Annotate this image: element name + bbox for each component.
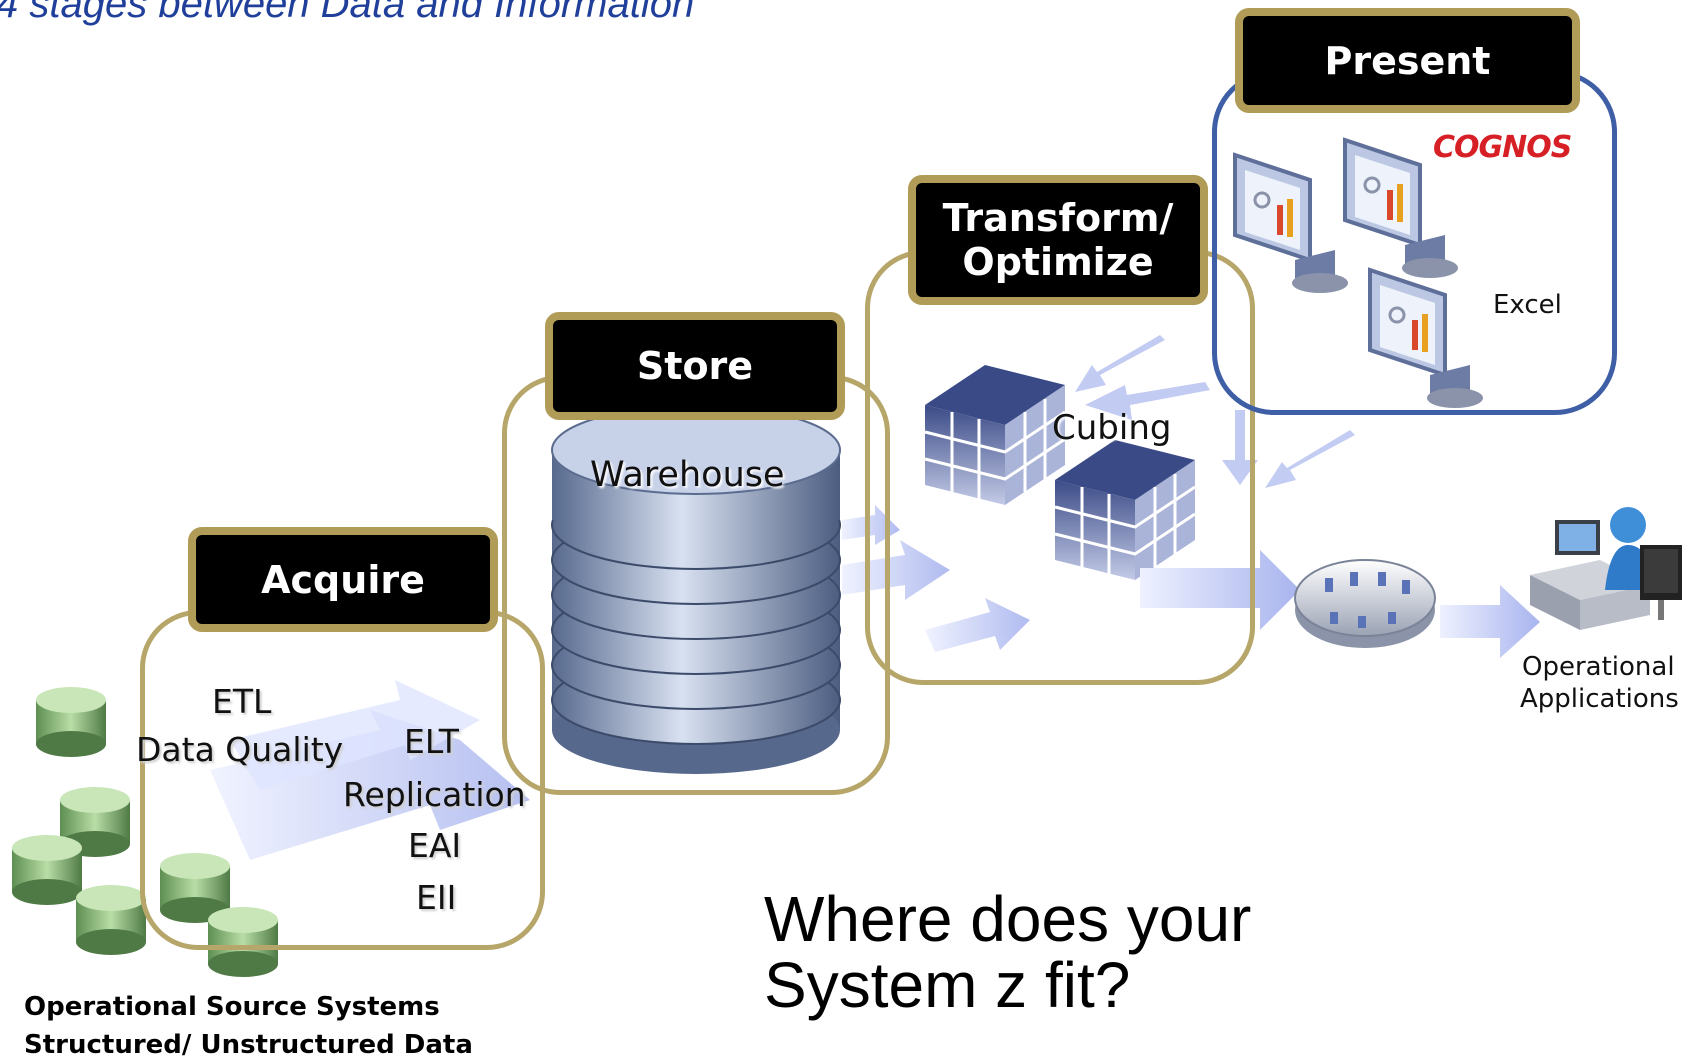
- transform-label: Transform/ Optimize: [908, 175, 1208, 305]
- acquire-item-data-quality: Data Quality: [136, 730, 344, 769]
- acquire-item-replication: Replication: [343, 775, 526, 814]
- acquire-label-text: Acquire: [261, 557, 425, 602]
- transform-hub-arrow: [1140, 550, 1300, 630]
- transform-frame: [865, 250, 1255, 685]
- present-feedback-arrows: [1075, 335, 1355, 488]
- source-disks: [12, 687, 278, 977]
- sources-caption-line2: Structured/ Unstructured Data: [24, 1030, 473, 1060]
- present-label-text: Present: [1324, 38, 1491, 83]
- present-label: Present: [1235, 8, 1580, 113]
- transform-label-line2: Optimize: [962, 240, 1154, 284]
- acquire-item-elt: ELT: [404, 722, 459, 761]
- operational-apps-line2: Applications: [1520, 684, 1679, 714]
- hub-disc: [1294, 559, 1436, 648]
- system-z-question: Where does your System z fit?: [764, 886, 1251, 1018]
- cognos-logo: COGNOS: [1433, 130, 1572, 165]
- warehouse-label: Warehouse: [590, 455, 785, 495]
- sources-caption-line1: Operational Source Systems: [24, 992, 440, 1022]
- store-label-text: Store: [636, 344, 754, 388]
- warehouse-cylinder: [551, 405, 841, 774]
- operational-user-icon: [1530, 507, 1682, 630]
- cubing-label: Cubing: [1052, 408, 1172, 448]
- slide-title: 4 stages between Data and Information: [0, 0, 695, 26]
- acquire-item-etl: ETL: [212, 682, 272, 721]
- transform-label-line1: Transform/: [942, 196, 1174, 240]
- hub-apps-arrow: [1440, 585, 1540, 658]
- store-frame: [502, 375, 890, 795]
- present-monitors: [1233, 137, 1483, 408]
- operational-apps-line1: Operational: [1522, 652, 1675, 682]
- excel-label: Excel: [1493, 290, 1562, 320]
- acquire-item-eii: EII: [416, 878, 457, 917]
- present-frame: [1212, 70, 1617, 415]
- question-line2: System z fit?: [764, 949, 1131, 1021]
- acquire-flow-arrow: [210, 680, 530, 860]
- cube-upper: [924, 365, 1066, 505]
- acquire-item-eai: EAI: [408, 826, 462, 865]
- question-line1: Where does your: [764, 883, 1252, 955]
- store-label: Store: [545, 312, 845, 420]
- acquire-label: Acquire: [188, 527, 498, 632]
- cube-lower: [1054, 440, 1196, 580]
